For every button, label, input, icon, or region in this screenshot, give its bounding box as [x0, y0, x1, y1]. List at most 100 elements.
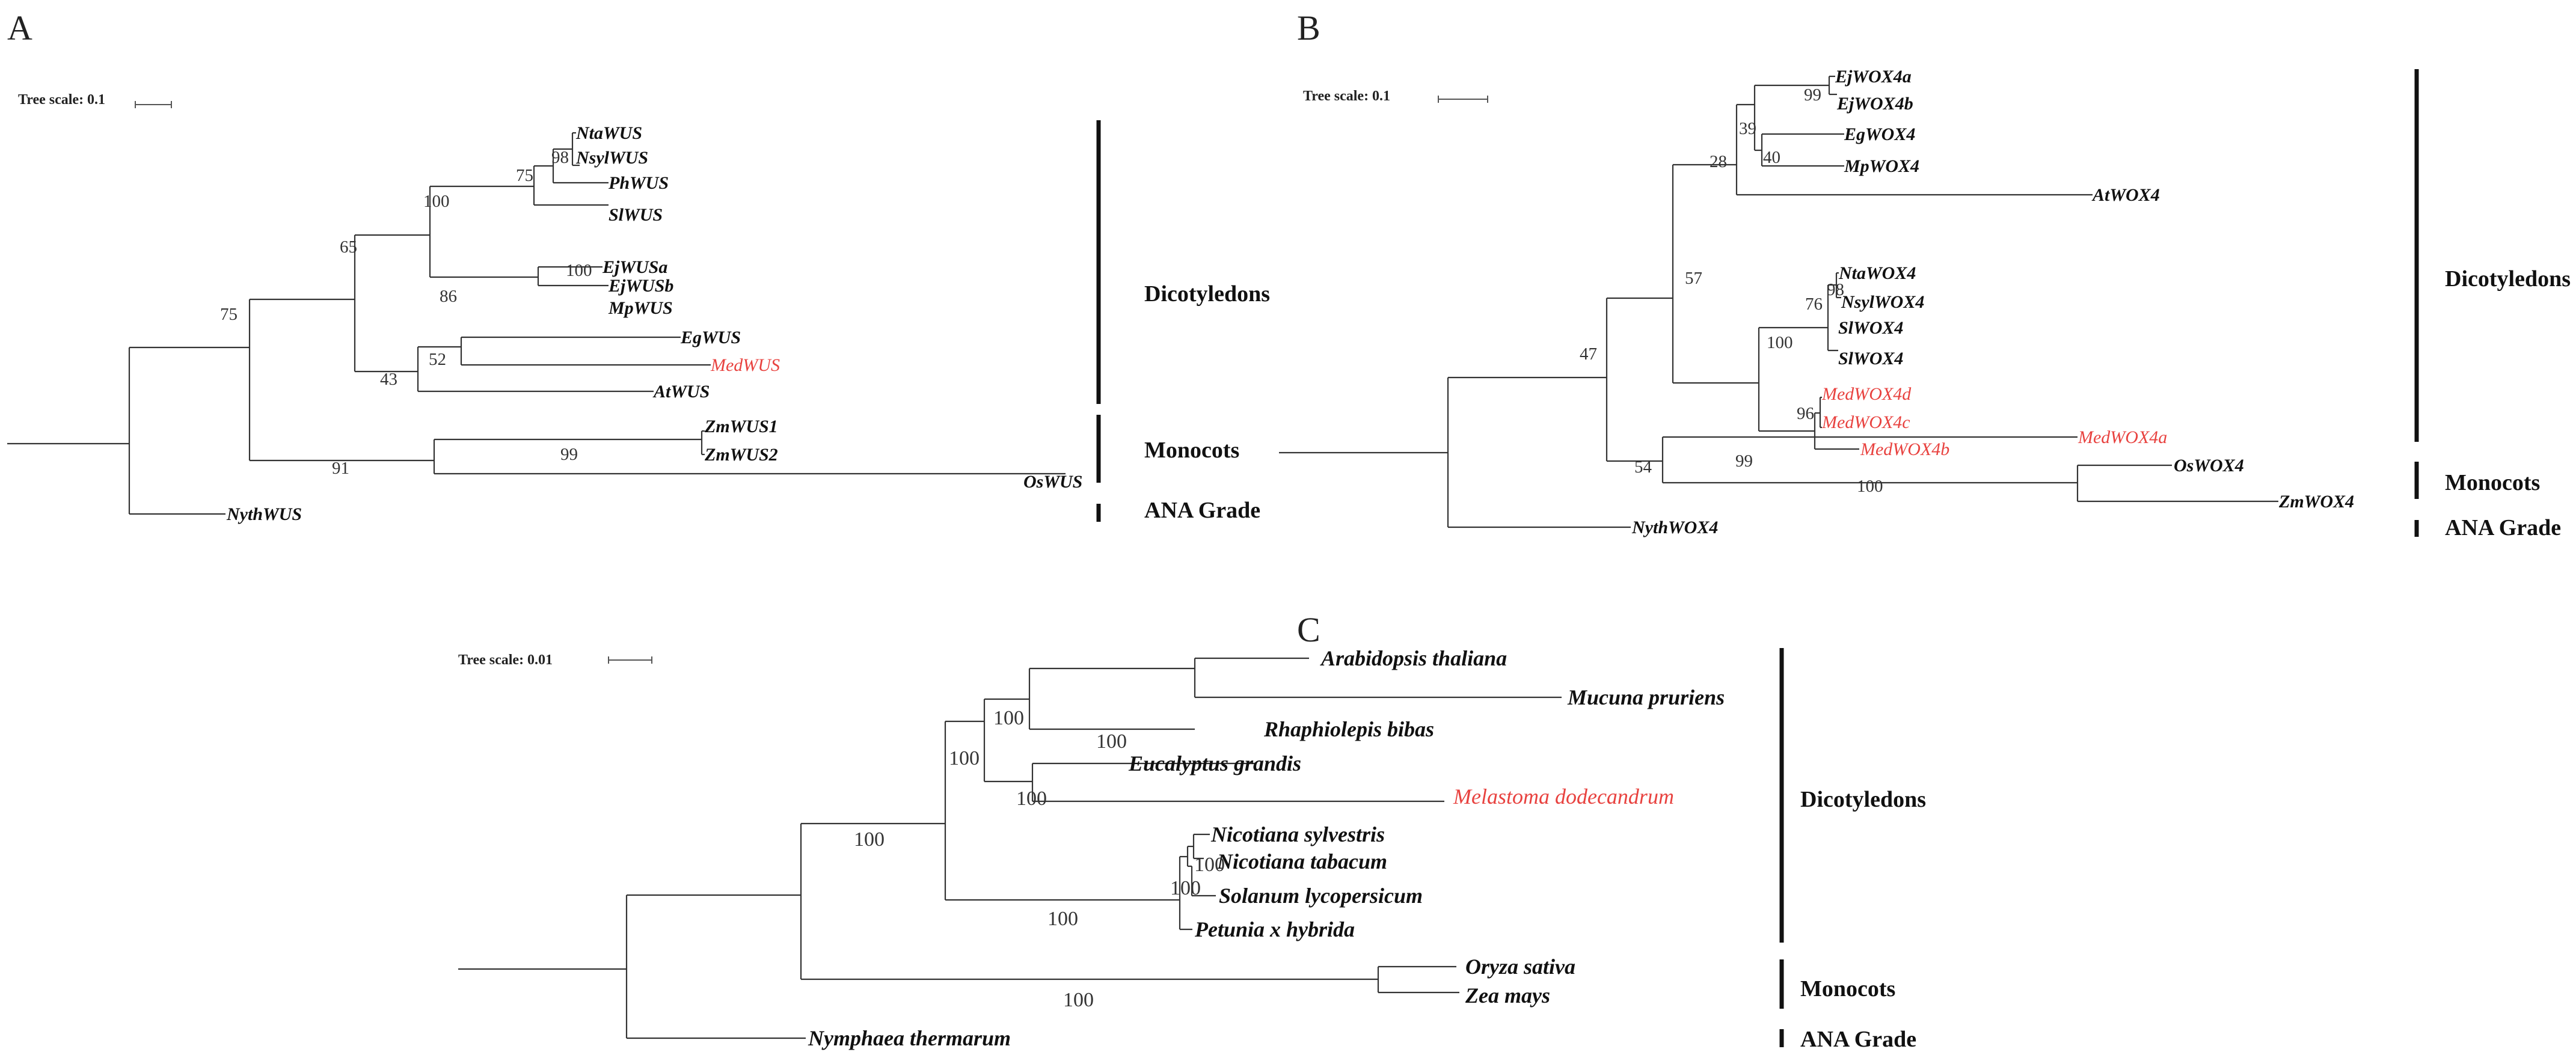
bootstrap-value: 99: [560, 445, 578, 464]
clade-label-dicotyledons-b: Dicotyledons: [2445, 266, 2571, 292]
bootstrap-value: 100: [1194, 854, 1225, 876]
bootstrap-value: 43: [380, 370, 397, 389]
clade-label-dicotyledons-c: Dicotyledons: [1800, 787, 1926, 812]
clade-label-ana-grade-c: ANA Grade: [1800, 1027, 1916, 1052]
bootstrap-value: 54: [1634, 457, 1652, 477]
leaf-labels-a: NtaWUS NsylWUS PhWUS SlWUS EjWUSa EjWUSb…: [226, 123, 1082, 524]
bootstrap-value: 65: [340, 237, 357, 257]
bootstrap-value: 100: [566, 261, 592, 280]
bootstrap-value: 100: [1047, 908, 1078, 930]
leaf-ejwusa: EjWUSa: [602, 257, 667, 277]
leaf-zmwox4: ZmWOX4: [2278, 492, 2354, 512]
panel-a: A Tree scale: 0.1: [7, 8, 1270, 524]
leaf-mucuna-pruriens: Mucuna pruriens: [1567, 685, 1725, 709]
panel-c: C Tree scale: 0.01: [458, 610, 1926, 1052]
leaf-egwox4: EgWOX4: [1844, 124, 1915, 144]
scale-bar-b: Tree scale: 0.1: [1303, 88, 1488, 104]
bootstrap-values-a: 98 75 100 100 86 65 52 43 75 99 91: [220, 148, 592, 478]
clade-label-dicotyledons-a: Dicotyledons: [1144, 281, 1270, 307]
bootstrap-value: 52: [429, 350, 446, 369]
leaf-melastoma-dodecandrum: Melastoma dodecandrum: [1453, 784, 1674, 809]
leaf-atwox4: AtWOX4: [2091, 185, 2160, 205]
leaf-medwox4b: MedWOX4b: [1860, 439, 1949, 459]
leaf-nsylwox4: NsylWOX4: [1841, 292, 1924, 312]
bootstrap-value: 39: [1739, 119, 1756, 138]
panel-letter-a: A: [7, 8, 32, 47]
leaf-ntawus: NtaWUS: [575, 123, 642, 143]
clade-label-monocots-b: Monocots: [2445, 470, 2540, 495]
panel-b: B Tree scale: 0.1: [1279, 8, 2571, 540]
bootstrap-value: 100: [949, 747, 980, 769]
bootstrap-value: 91: [332, 459, 349, 478]
leaf-mpwus: MpWUS: [608, 298, 673, 318]
bootstrap-value: 99: [1804, 85, 1821, 105]
bootstrap-value: 76: [1805, 295, 1823, 314]
leaf-slwox4-1: SlWOX4: [1838, 318, 1903, 338]
leaf-nythwox4: NythWOX4: [1631, 518, 1718, 537]
leaf-oswus: OsWUS: [1023, 472, 1082, 492]
leaf-mpwox4: MpWOX4: [1844, 156, 1919, 176]
leaf-slwus: SlWUS: [609, 205, 663, 225]
tree-b: [1279, 75, 2278, 528]
bootstrap-values-b: 99 39 40 28 98 76 100 57 96 99 47 54 100: [1580, 85, 1883, 496]
leaf-solanum-lycopersicum: Solanum lycopersicum: [1219, 884, 1423, 908]
bootstrap-value: 47: [1580, 344, 1597, 364]
scale-label-b: Tree scale: 0.1: [1303, 88, 1390, 104]
leaf-egwus: EgWUS: [680, 328, 741, 347]
clade-label-ana-grade-a: ANA Grade: [1144, 498, 1260, 523]
leaf-petunia-x-hybrida: Petunia x hybrida: [1194, 917, 1355, 941]
panel-letter-b: B: [1297, 8, 1320, 47]
bootstrap-value: 75: [516, 166, 533, 185]
clade-label-monocots-c: Monocots: [1800, 976, 1895, 1002]
bootstrap-value: 100: [1857, 477, 1883, 496]
scale-label-a: Tree scale: 0.1: [18, 92, 105, 108]
leaf-medwox4d: MedWOX4d: [1821, 384, 1912, 404]
clade-label-ana-grade-b: ANA Grade: [2445, 515, 2561, 540]
leaf-ntawox4: NtaWOX4: [1838, 263, 1916, 283]
leaf-oswox4: OsWOX4: [2174, 456, 2244, 476]
panel-letter-c: C: [1297, 610, 1320, 649]
bootstrap-value: 100: [1016, 787, 1047, 810]
bootstrap-value: 100: [1096, 730, 1127, 753]
bootstrap-value: 96: [1797, 404, 1814, 423]
bootstrap-value: 28: [1710, 152, 1727, 171]
bootstrap-value: 98: [1827, 280, 1844, 299]
tree-a: [7, 132, 1066, 515]
scale-bar-a: Tree scale: 0.1: [18, 92, 172, 108]
bootstrap-value: 100: [854, 828, 885, 851]
leaf-zea-mays: Zea mays: [1465, 983, 1550, 1008]
leaf-rhaphiolepis-bibas: Rhaphiolepis bibas: [1263, 717, 1434, 741]
leaf-atwus: AtWUS: [652, 382, 710, 402]
leaf-labels-c: Arabidopsis thaliana Mucuna pruriens Rha…: [808, 646, 1725, 1050]
clade-annotations-b: Dicotyledons Monocots ANA Grade: [2414, 69, 2571, 540]
leaf-nymphaea-thermarum: Nymphaea thermarum: [808, 1026, 1011, 1050]
leaf-nicotiana-sylvestris: Nicotiana sylvestris: [1210, 822, 1385, 846]
bootstrap-value: 100: [1063, 989, 1094, 1011]
leaf-nicotiana-tabacum: Nicotiana tabacum: [1216, 849, 1387, 873]
bootstrap-value: 86: [440, 287, 457, 306]
bootstrap-value: 100: [1170, 877, 1201, 899]
clade-annotations-a: Dicotyledons Monocots ANA Grade: [1096, 120, 1270, 523]
scale-bar-c: Tree scale: 0.01: [458, 652, 652, 668]
leaf-oryza-sativa: Oryza sativa: [1465, 955, 1575, 979]
leaf-medwox4c: MedWOX4c: [1821, 412, 1910, 432]
bootstrap-value: 100: [1767, 333, 1793, 352]
leaf-slwox4-2: SlWOX4: [1838, 349, 1903, 369]
leaf-arabidopsis-thaliana: Arabidopsis thaliana: [1320, 646, 1507, 670]
leaf-ejwusb: EjWUSb: [608, 276, 673, 296]
bootstrap-value: 57: [1685, 269, 1702, 288]
leaf-medwox4a: MedWOX4a: [2078, 427, 2167, 447]
leaf-ejwox4a: EjWOX4a: [1835, 67, 1912, 87]
leaf-nythwus: NythWUS: [226, 504, 302, 524]
bootstrap-value: 98: [551, 148, 569, 167]
bootstrap-value: 40: [1763, 148, 1780, 167]
bootstrap-value: 100: [993, 707, 1024, 729]
bootstrap-value: 99: [1735, 451, 1753, 471]
leaf-nsylwus: NsylWUS: [575, 148, 648, 168]
leaf-zmwus2: ZmWUS2: [704, 445, 778, 465]
bootstrap-value: 100: [423, 192, 450, 211]
leaf-ejwox4b: EjWOX4b: [1836, 94, 1913, 114]
bootstrap-value: 75: [220, 305, 238, 324]
leaf-zmwus1: ZmWUS1: [704, 417, 778, 436]
